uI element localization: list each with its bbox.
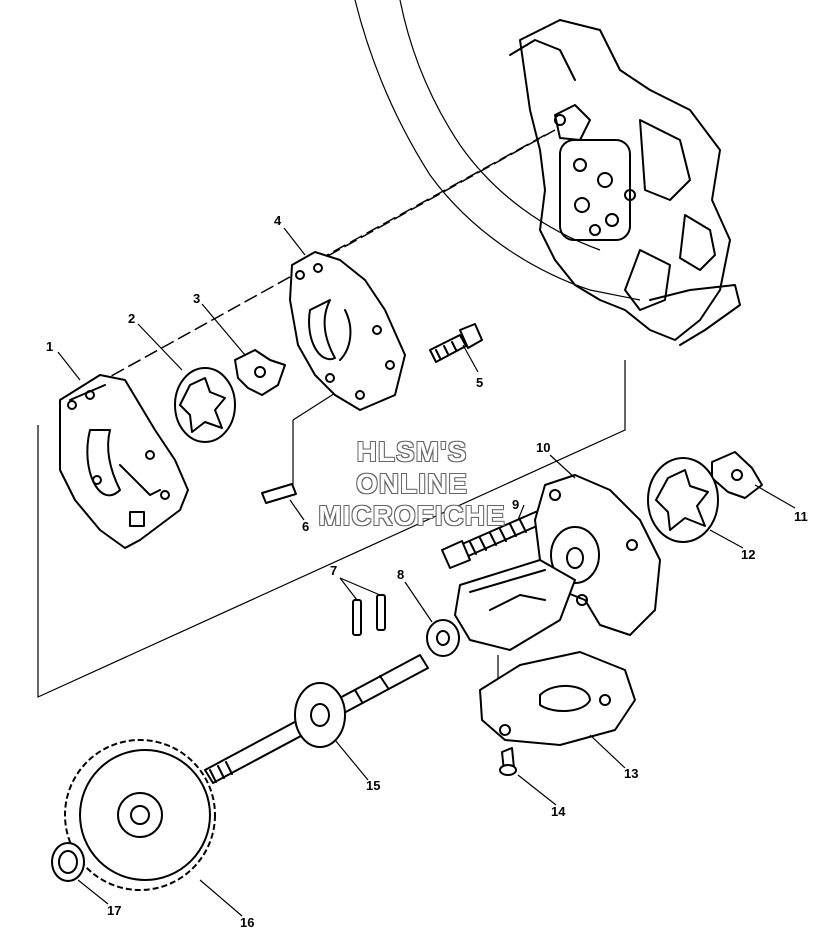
callout-6: 6 [302,519,310,534]
part-6-pin [261,483,297,504]
part-3-inner-rotor [234,349,286,396]
part-16-gear [64,739,216,891]
part-14-screw [499,747,517,776]
part-8-washer [426,619,460,657]
callout-15: 15 [366,778,381,793]
part-5-bolt [429,323,483,363]
part-15-shaft [204,654,429,784]
callout-leaders [57,227,796,917]
part-2-outer-rotor [174,367,236,443]
part-11-inner-rotor [711,451,763,499]
callout-9: 9 [512,497,520,512]
callout-7: 7 [330,563,338,578]
callout-14: 14 [551,804,566,819]
callout-4: 4 [274,213,282,228]
part-1-pump-cover [59,374,189,549]
part-7-pins [352,594,386,636]
callout-5: 5 [476,375,484,390]
part-4-pump-plate [289,251,406,411]
watermark-line-3: MICROFICHE [318,500,506,531]
part-10-pump-housing [454,474,661,651]
callout-13: 13 [624,766,639,781]
watermark-line-1: HLSM'S [356,436,468,467]
engine-block [354,0,741,346]
callout-10: 10 [536,440,551,455]
callout-11: 11 [794,509,808,524]
callout-16: 16 [240,915,255,930]
callout-8: 8 [397,567,405,582]
part-9-bolt [441,509,547,569]
callout-12: 12 [741,547,756,562]
callout-17: 17 [107,903,122,918]
watermark-line-2: ONLINE [356,468,468,499]
callout-3: 3 [193,291,201,306]
watermark: HLSM'S ONLINE MICROFICHE [292,436,532,532]
part-12-outer-rotor [647,457,719,543]
callout-2: 2 [128,311,136,326]
alignment-lines [37,129,626,700]
part-13-strainer [479,651,636,746]
part-17-seal [51,842,85,882]
callout-1: 1 [46,339,54,354]
